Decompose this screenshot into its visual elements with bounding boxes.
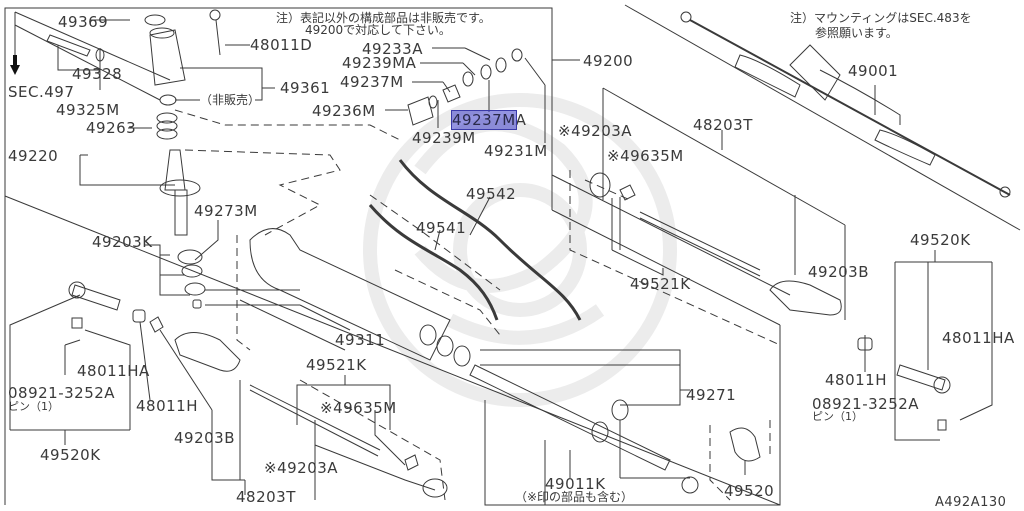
part-label-49520K-left[interactable]: 49520K	[40, 446, 101, 464]
part-label-49311[interactable]: 49311	[335, 331, 386, 349]
part-label-49369[interactable]: 49369	[58, 13, 109, 31]
part-label-49239MA[interactable]: 49239MA	[342, 54, 417, 72]
part-label-49200[interactable]: 49200	[583, 52, 634, 70]
part-label-49541[interactable]: 49541	[416, 219, 467, 237]
part-label-49273M[interactable]: 49273M	[194, 202, 258, 220]
part-label-49635M-left[interactable]: ※49635M	[320, 399, 397, 417]
part-label-49203B-left[interactable]: 49203B	[174, 429, 236, 447]
part-label-08921-3252A-right[interactable]: 08921-3252A	[812, 395, 920, 413]
highlighted-part-marker: 49237M	[451, 110, 517, 130]
part-label-49361[interactable]: 49361	[280, 79, 331, 97]
part-label-49231M[interactable]: 49231M	[484, 142, 548, 160]
note-please-refer: 参照願います。	[815, 26, 898, 40]
part-label-48011H-left[interactable]: 48011H	[136, 397, 198, 415]
part-label-49520[interactable]: 49520	[724, 482, 775, 500]
note-includes-marked-parts: （※印の部品も含む）	[515, 490, 634, 504]
part-label-49220[interactable]: 49220	[8, 147, 59, 165]
part-label-48011H-right[interactable]: 48011H	[825, 371, 887, 389]
note-not-for-sale: （非販売）	[200, 93, 261, 107]
part-label-08921-3252A-left[interactable]: 08921-3252A	[8, 384, 116, 402]
diagram-id-code: A492A130	[935, 495, 1007, 510]
part-label-49328[interactable]: 49328	[72, 65, 123, 83]
part-label-48011D[interactable]: 48011D	[250, 36, 313, 54]
part-label-49237M[interactable]: 49237M	[340, 73, 404, 91]
part-label-49521K-right[interactable]: 49521K	[630, 275, 691, 293]
part-label-49263[interactable]: 49263	[86, 119, 137, 137]
part-label-49236M[interactable]: 49236M	[312, 102, 376, 120]
part-label-49011K[interactable]: 49011K	[545, 475, 606, 493]
part-label-49635M-right[interactable]: ※49635M	[607, 147, 684, 165]
part-label-49325M[interactable]: 49325M	[56, 101, 120, 119]
part-label-49239M[interactable]: 49239M	[412, 129, 476, 147]
part-label-49520K-right[interactable]: 49520K	[910, 231, 971, 249]
part-label-49521K-left[interactable]: 49521K	[306, 356, 367, 374]
part-label-49237MA[interactable]: 49237MA	[451, 110, 527, 130]
part-label-49203A-right[interactable]: ※49203A	[558, 122, 633, 140]
part-label-48011HA-left[interactable]: 48011HA	[77, 362, 150, 380]
part-label-49203K[interactable]: 49203K	[92, 233, 153, 251]
note-mounting-sec483: 注）マウンティングはSEC.483を	[790, 11, 972, 25]
note-pin-left: ピン（1）	[8, 400, 59, 413]
note-pin-right: ピン（1）	[812, 410, 863, 423]
part-label-49203B-right[interactable]: 49203B	[808, 263, 870, 281]
part-label-48203T-left[interactable]: 48203T	[236, 488, 296, 506]
note-not-sold-components: 注）表記以外の構成部品は非販売です。	[276, 11, 491, 25]
part-label-49001[interactable]: 49001	[848, 62, 899, 80]
part-label-49542[interactable]: 49542	[466, 185, 517, 203]
part-label-49203A-left[interactable]: ※49203A	[264, 459, 339, 477]
part-label-49233A[interactable]: 49233A	[362, 40, 423, 58]
part-label-48203T-right[interactable]: 48203T	[693, 116, 753, 134]
part-label-48011HA-right[interactable]: 48011HA	[942, 329, 1015, 347]
note-use-49200: 49200で対応して下さい。	[305, 23, 451, 37]
part-label-49271[interactable]: 49271	[686, 386, 737, 404]
section-reference-link[interactable]: SEC.497	[8, 83, 75, 101]
